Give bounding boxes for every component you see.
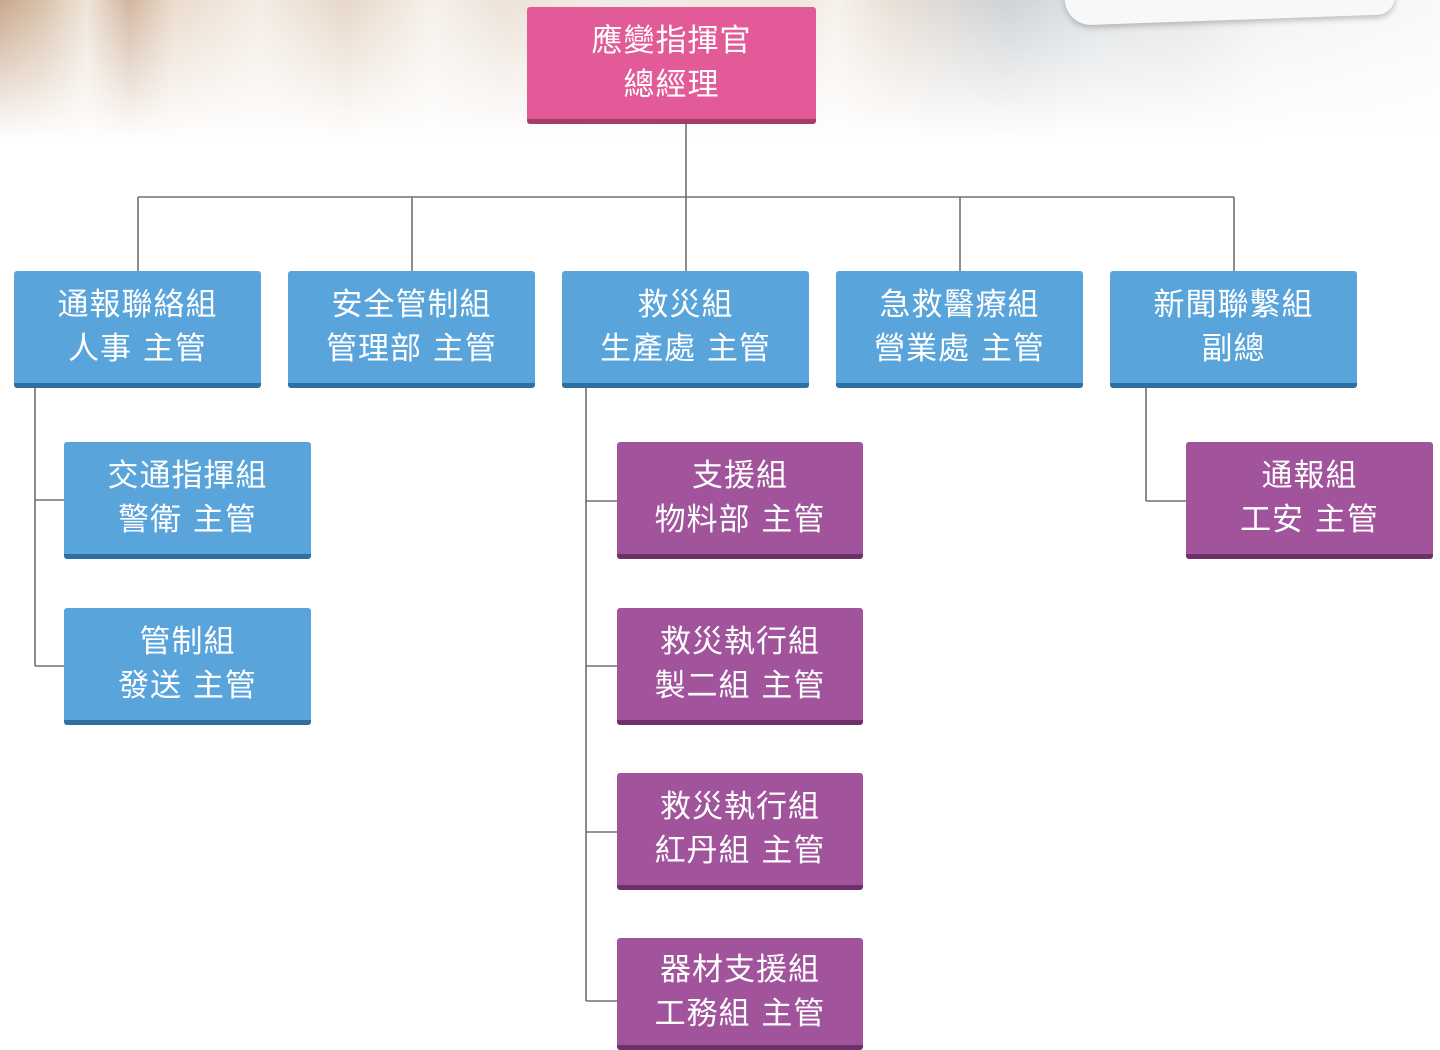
group-node-title: 急救醫療組 bbox=[879, 287, 1040, 323]
group-node-subtitle: 副總 bbox=[1201, 331, 1266, 367]
subgroup-node-title: 交通指揮組 bbox=[107, 458, 268, 494]
subgroup-node-subtitle: 製二組 主管 bbox=[654, 668, 826, 704]
group-node-title: 安全管制組 bbox=[331, 287, 492, 323]
subgroup-node-subtitle: 工務組 主管 bbox=[654, 995, 826, 1032]
group-node-press-liaison: 新聞聯繫組 副總 bbox=[1110, 271, 1357, 388]
subgroup-node-title: 支援組 bbox=[692, 458, 788, 494]
subgroup-node-notification: 通報組 工安 主管 bbox=[1186, 442, 1433, 559]
subgroup-node-subtitle: 警衛 主管 bbox=[118, 502, 257, 538]
subgroup-node-title: 管制組 bbox=[139, 624, 236, 660]
subgroup-node-traffic-command: 交通指揮組 警衛 主管 bbox=[64, 442, 311, 559]
subgroup-node-subtitle: 發送 主管 bbox=[118, 668, 257, 704]
subgroup-node-title: 通報組 bbox=[1261, 458, 1358, 494]
subgroup-node-title: 救災執行組 bbox=[660, 789, 820, 825]
subgroup-node-title: 器材支援組 bbox=[660, 951, 820, 988]
subgroup-node-support: 支援組 物料部 主管 bbox=[617, 442, 863, 559]
group-node-subtitle: 營業處 主管 bbox=[874, 331, 1045, 367]
subgroup-node-title: 救災執行組 bbox=[660, 624, 820, 660]
root-node-subtitle: 總經理 bbox=[623, 67, 720, 103]
root-node-commander: 應變指揮官 總經理 bbox=[527, 7, 816, 124]
group-node-subtitle: 人事 主管 bbox=[68, 331, 207, 367]
group-node-title: 救災組 bbox=[637, 287, 734, 323]
subgroup-node-subtitle: 物料部 主管 bbox=[654, 502, 826, 538]
subgroup-node-rescue-execution-2: 救災執行組 紅丹組 主管 bbox=[617, 773, 863, 890]
subgroup-node-subtitle: 紅丹組 主管 bbox=[654, 833, 826, 869]
group-node-title: 通報聯絡組 bbox=[57, 287, 218, 323]
group-node-first-aid: 急救醫療組 營業處 主管 bbox=[836, 271, 1083, 388]
subgroup-node-rescue-execution-1: 救災執行組 製二組 主管 bbox=[617, 608, 863, 725]
group-node-safety-control: 安全管制組 管理部 主管 bbox=[288, 271, 535, 388]
subgroup-node-control: 管制組 發送 主管 bbox=[64, 608, 311, 725]
group-node-notification-liaison: 通報聯絡組 人事 主管 bbox=[14, 271, 261, 388]
subgroup-node-equipment-support: 器材支援組 工務組 主管 bbox=[617, 938, 863, 1050]
root-node-title: 應變指揮官 bbox=[591, 23, 752, 59]
group-node-title: 新聞聯繫組 bbox=[1153, 287, 1314, 323]
group-node-subtitle: 生產處 主管 bbox=[600, 331, 771, 367]
group-node-disaster-rescue: 救災組 生產處 主管 bbox=[562, 271, 809, 388]
subgroup-node-subtitle: 工安 主管 bbox=[1240, 502, 1379, 538]
group-node-subtitle: 管理部 主管 bbox=[326, 331, 497, 367]
